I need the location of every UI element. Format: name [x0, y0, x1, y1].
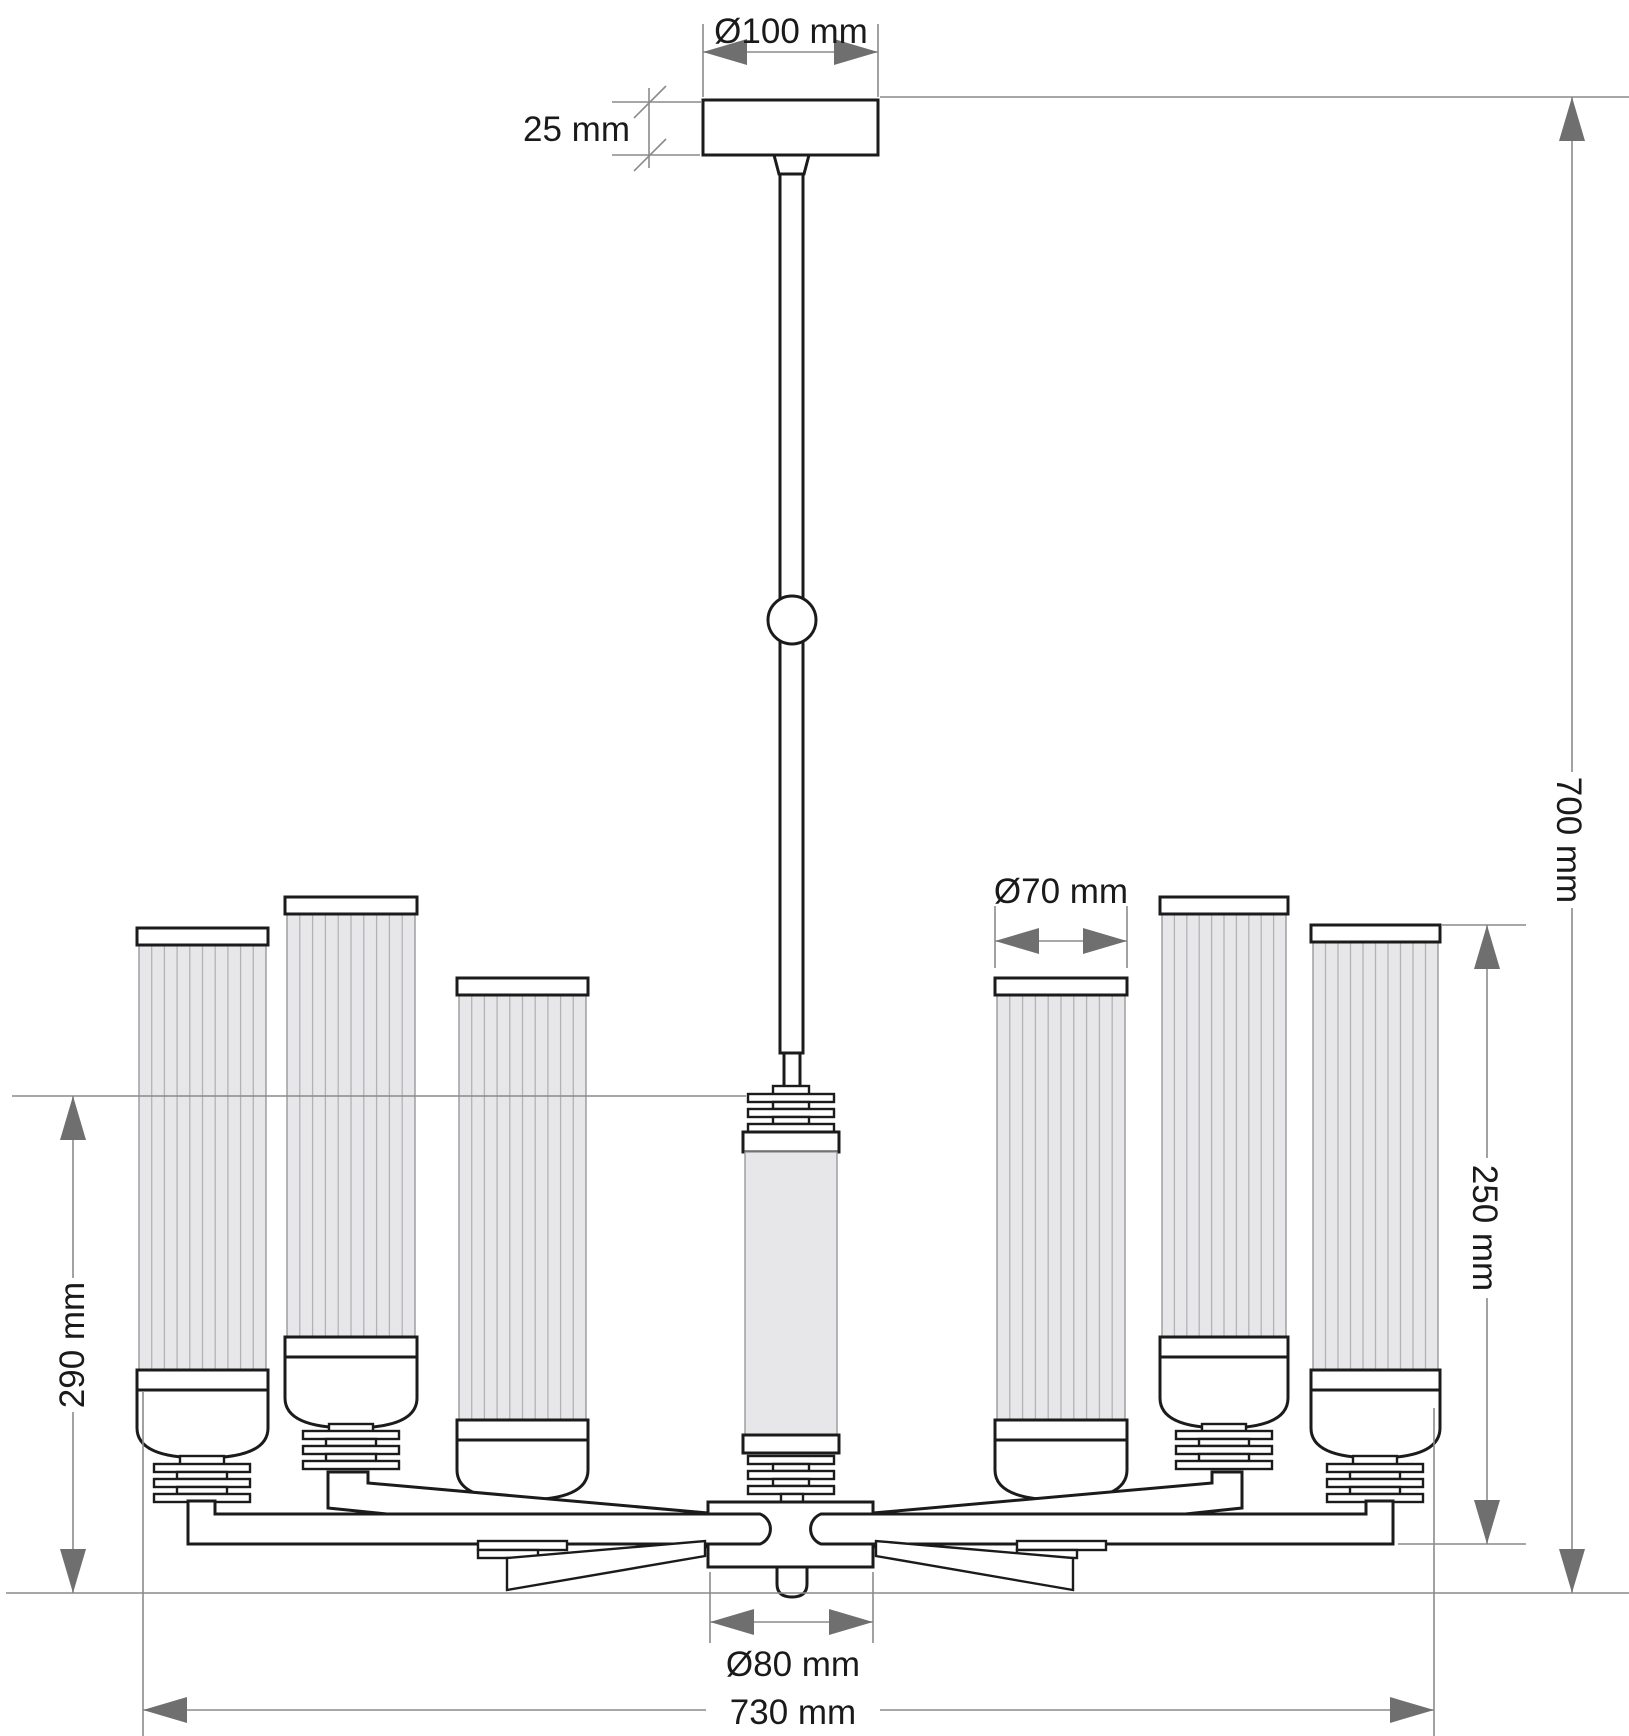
shade-1-cup-band: [135, 1368, 270, 1392]
ceiling-canopy: [701, 98, 880, 157]
shade-5-cap: [1158, 895, 1290, 916]
rod-ball-joint: [766, 594, 818, 646]
bottom-finial: [775, 1565, 809, 1599]
shade-2-cup-band: [283, 1335, 419, 1359]
arm-front-left-plate: [476, 1539, 569, 1552]
dim-label-canopy-diameter: Ø100 mm: [714, 12, 868, 51]
arrowhead: [834, 39, 878, 65]
arrowhead: [829, 1609, 873, 1635]
arm-right: [809, 1499, 1395, 1546]
shade-2-fin-wide: [301, 1459, 401, 1471]
arm-front-right-plate: [1015, 1539, 1108, 1552]
central-cap-band: [741, 1433, 841, 1455]
arrowhead: [1559, 1549, 1585, 1593]
arrowhead: [710, 1609, 754, 1635]
dim-label-hub-diameter: Ø80 mm: [726, 1645, 860, 1684]
shade-6-cup-band: [1309, 1368, 1442, 1392]
dim-label-shade-assembly-height: 250 mm: [1465, 1165, 1504, 1291]
shade-3-cup-band: [455, 1418, 590, 1442]
arrowhead: [143, 1697, 187, 1723]
arm-front-left: [505, 1539, 707, 1592]
dim-label-overall-width: 730 mm: [730, 1693, 856, 1732]
shade-4-cap: [993, 976, 1129, 997]
arrowhead: [1474, 1500, 1500, 1544]
central-glass-column: [744, 1151, 838, 1436]
shade-1-cap: [135, 926, 270, 947]
dimension-layer: Ø100 mm 25 mm Ø70 mm 700 mm 250 mm 290 m…: [6, 12, 1629, 1736]
shade-2-cap: [283, 895, 419, 916]
canopy-neck: [772, 153, 811, 176]
arm-front-right: [874, 1539, 1075, 1592]
arrowhead: [703, 39, 747, 65]
arrowhead: [60, 1096, 86, 1140]
dim-label-shade-diameter: Ø70 mm: [994, 872, 1128, 911]
shade-5-fin-wide: [1174, 1459, 1274, 1471]
shade-6-cap: [1309, 923, 1442, 944]
central-cap-band: [741, 1130, 841, 1154]
arrowhead: [1083, 928, 1127, 954]
arrowhead: [1390, 1697, 1434, 1723]
dim-label-canopy-height: 25 mm: [523, 110, 630, 149]
arrowhead: [60, 1549, 86, 1593]
shade-1-cup-bowl: [135, 1388, 270, 1460]
shade-3-cap: [455, 976, 590, 997]
shade-6-cup-bowl: [1309, 1388, 1442, 1460]
dim-label-body-height: 290 mm: [53, 1282, 92, 1408]
shade-5-cup-bowl: [1158, 1355, 1290, 1430]
shade-5-cup-band: [1158, 1335, 1290, 1359]
arrowhead: [995, 928, 1039, 954]
shade-3-cup-bowl: [455, 1438, 590, 1502]
tick-slash: [633, 85, 667, 119]
hanger-rod-joint: [782, 1051, 802, 1089]
shade-2-cup-bowl: [283, 1355, 419, 1430]
arrowhead: [1559, 97, 1585, 141]
tick-slash: [633, 138, 667, 172]
shade-4-cup-band: [993, 1418, 1129, 1442]
arm-left: [186, 1499, 772, 1546]
fixture-drawing: [135, 98, 1442, 1599]
arrowhead: [1474, 925, 1500, 969]
dim-label-overall-height: 700 mm: [1549, 777, 1588, 903]
